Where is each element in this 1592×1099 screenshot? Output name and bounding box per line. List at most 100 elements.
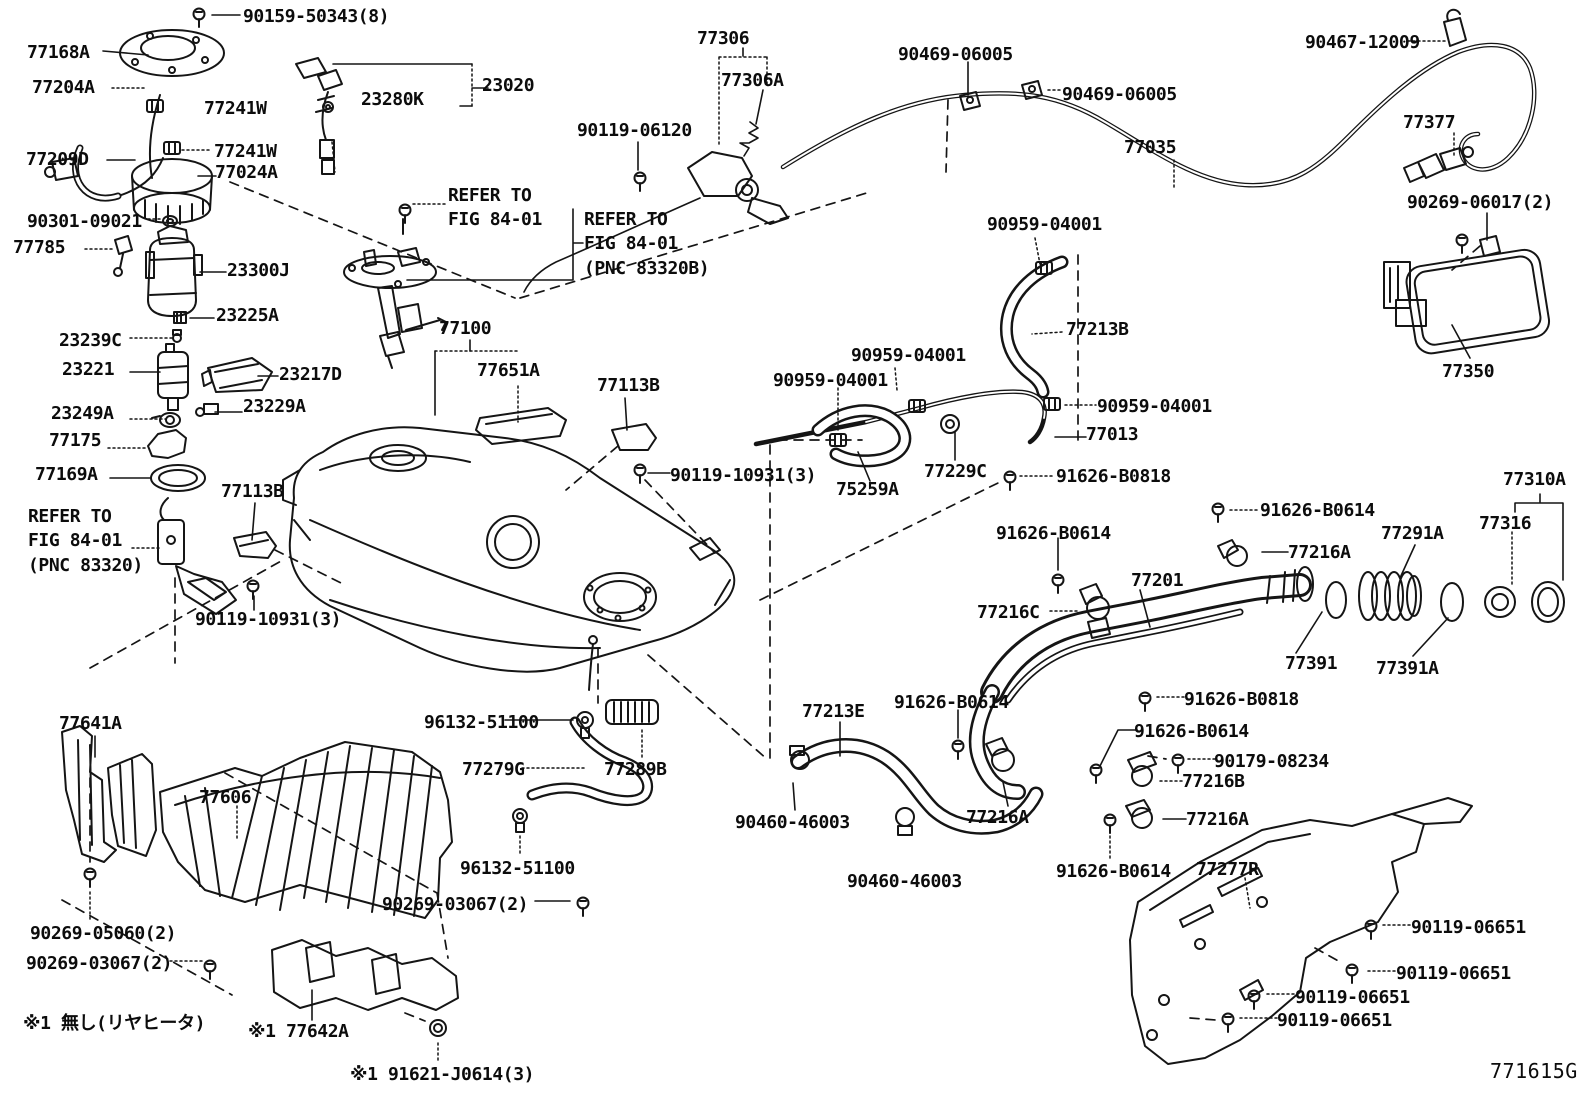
pipe-clamp-brackets-art bbox=[1089, 691, 1185, 834]
refer-note-fig84-01-pnc83320b: REFER TO FIG 84-01 (PNC 83320B) bbox=[584, 209, 710, 279]
breather-hose-art bbox=[753, 255, 1069, 491]
filler-hose-art bbox=[789, 737, 1044, 836]
part-label-90269-06017: 90269-06017(2) bbox=[1407, 192, 1554, 213]
part-label-90959-04001-1: 90959-04001 bbox=[987, 214, 1102, 235]
part-label-90469-06005-1: 90469-06005 bbox=[898, 44, 1013, 65]
part-label-90469-06005-2: 90469-06005 bbox=[1062, 84, 1177, 105]
part-label-77306: 77306 bbox=[697, 28, 750, 49]
part-label-77204a: 77204A bbox=[32, 77, 95, 98]
part-label-90959-04001-3: 90959-04001 bbox=[773, 370, 888, 391]
part-label-96132-51100-2: 96132-51100 bbox=[460, 858, 575, 879]
part-label-77024a: 77024A bbox=[215, 162, 278, 183]
part-label-77213b: 77213B bbox=[1066, 319, 1129, 340]
part-label-77209d: 77209D bbox=[26, 149, 89, 170]
part-label-91626-b0614-3: 91626-B0614 bbox=[1134, 721, 1249, 742]
part-label-77100: 77100 bbox=[439, 318, 492, 339]
part-label-23229a: 23229A bbox=[243, 396, 306, 417]
part-label-90119-10931-center: 90119-10931(3) bbox=[670, 465, 817, 486]
part-label-77350: 77350 bbox=[1442, 361, 1495, 382]
part-label-77229c: 77229C bbox=[924, 461, 987, 482]
part-label-90301-09021: 90301-09021 bbox=[27, 211, 142, 232]
part-label-90119-10931-left: 90119-10931(3) bbox=[195, 609, 342, 630]
part-label-77306a: 77306A bbox=[721, 70, 784, 91]
part-label-75259a: 75259A bbox=[836, 479, 899, 500]
part-label-77785: 77785 bbox=[13, 237, 66, 258]
part-label-77291a: 77291A bbox=[1381, 523, 1444, 544]
leader-lines-dotted bbox=[84, 40, 1513, 1064]
part-label-23249a: 23249A bbox=[51, 403, 114, 424]
part-label-77279g: 77279G bbox=[462, 759, 525, 780]
part-label-77241w-2: 77241W bbox=[214, 141, 277, 162]
part-label-77216a-2: 77216A bbox=[1186, 809, 1249, 830]
part-label-90959-04001-4: 90959-04001 bbox=[1097, 396, 1212, 417]
part-label-23300j: 23300J bbox=[227, 260, 290, 281]
part-label-23217d: 23217D bbox=[279, 364, 342, 385]
part-label-77641a: 77641A bbox=[59, 713, 122, 734]
part-label-91626-b0614-1: 91626-B0614 bbox=[1260, 500, 1375, 521]
part-label-90119-06651-2: 90119-06651 bbox=[1396, 963, 1511, 984]
part-label-77642a: ※1 77642A bbox=[248, 1021, 349, 1042]
part-label-77113b-left: 77113B bbox=[221, 481, 284, 502]
part-label-91626-b0818-2: 91626-B0818 bbox=[1184, 689, 1299, 710]
part-label-23239c: 23239C bbox=[59, 330, 122, 351]
part-label-77377: 77377 bbox=[1403, 112, 1456, 133]
part-label-91626-b0818-1: 91626-B0818 bbox=[1056, 466, 1171, 487]
part-label-90269-05060: 90269-05060(2) bbox=[30, 923, 177, 944]
part-label-23020: 23020 bbox=[482, 75, 535, 96]
fuel-lid-hinge-art bbox=[1383, 233, 1469, 327]
part-label-77241w-1: 77241W bbox=[204, 98, 267, 119]
drawing-code: 771615G bbox=[1490, 1059, 1578, 1083]
part-label-90959-04001-2: 90959-04001 bbox=[851, 345, 966, 366]
filler-shield-art bbox=[1129, 797, 1473, 1065]
part-label-91626-b0614-5: 91626-B0614 bbox=[1056, 861, 1171, 882]
part-label-77213e: 77213E bbox=[802, 701, 865, 722]
fuel-lid-art bbox=[1405, 248, 1551, 355]
part-label-90119-06651-3: 90119-06651 bbox=[1295, 987, 1410, 1008]
fuel-pump-module-art bbox=[44, 7, 343, 615]
part-label-77391: 77391 bbox=[1285, 653, 1338, 674]
part-label-77651a: 77651A bbox=[477, 360, 540, 381]
part-label-77013: 77013 bbox=[1086, 424, 1139, 445]
part-label-91621-j0614: ※1 91621-J0614(3) bbox=[350, 1064, 535, 1085]
part-label-77216b: 77216B bbox=[1182, 771, 1245, 792]
part-label-90460-46003-2: 90460-46003 bbox=[847, 871, 962, 892]
part-label-77113b-center: 77113B bbox=[597, 375, 660, 396]
part-label-77169a: 77169A bbox=[35, 464, 98, 485]
part-label-77201: 77201 bbox=[1131, 570, 1184, 591]
part-label-77289b: 77289B bbox=[604, 759, 667, 780]
refer-note-fig84-01-pnc83320: REFER TO FIG 84-01 (PNC 83320) bbox=[28, 506, 143, 576]
refer-note-fig84-01-a: REFER TO FIG 84-01 bbox=[448, 185, 542, 231]
fuel-tank-art bbox=[282, 197, 736, 691]
filler-pipe-art bbox=[968, 502, 1565, 800]
part-label-90119-06651-1: 90119-06651 bbox=[1411, 917, 1526, 938]
vent-hose-art bbox=[512, 699, 659, 833]
part-label-91626-b0614-4: 91626-B0614 bbox=[894, 692, 1009, 713]
part-label-77216a-3: 77216A bbox=[966, 807, 1029, 828]
part-label-90460-46003-1: 90460-46003 bbox=[735, 812, 850, 833]
part-label-96132-51100-1: 96132-51100 bbox=[424, 712, 539, 733]
construction-lines-dashed bbox=[61, 99, 1481, 1022]
part-label-90119-06120: 90119-06120 bbox=[577, 120, 692, 141]
part-label-91626-b0614-2: 91626-B0614 bbox=[996, 523, 1111, 544]
leader-lines-solid bbox=[94, 14, 1564, 1021]
part-label-23221: 23221 bbox=[62, 359, 115, 380]
part-label-90159-50343: 90159-50343(8) bbox=[243, 6, 390, 27]
part-label-77391a: 77391A bbox=[1376, 658, 1439, 679]
part-label-77310a: 77310A bbox=[1503, 469, 1566, 490]
part-label-77606: 77606 bbox=[199, 787, 252, 808]
part-label-77175: 77175 bbox=[49, 430, 102, 451]
part-label-23225a: 23225A bbox=[216, 305, 279, 326]
part-label-90269-03067-center: 90269-03067(2) bbox=[382, 894, 529, 915]
part-label-77035: 77035 bbox=[1124, 137, 1177, 158]
fuel-sender-gauge-art bbox=[343, 203, 447, 369]
part-label-77168a: 77168A bbox=[27, 42, 90, 63]
part-label-77277r: 77277R bbox=[1196, 859, 1259, 880]
part-label-77216c: 77216C bbox=[977, 602, 1040, 623]
footnote-rear-heater-note: ※1 無し(リヤヒータ) bbox=[23, 1013, 206, 1034]
part-label-90179-08234: 90179-08234 bbox=[1214, 751, 1329, 772]
part-label-77316: 77316 bbox=[1479, 513, 1532, 534]
part-label-90119-06651-4: 90119-06651 bbox=[1277, 1010, 1392, 1031]
part-label-90269-03067-left: 90269-03067(2) bbox=[26, 953, 173, 974]
